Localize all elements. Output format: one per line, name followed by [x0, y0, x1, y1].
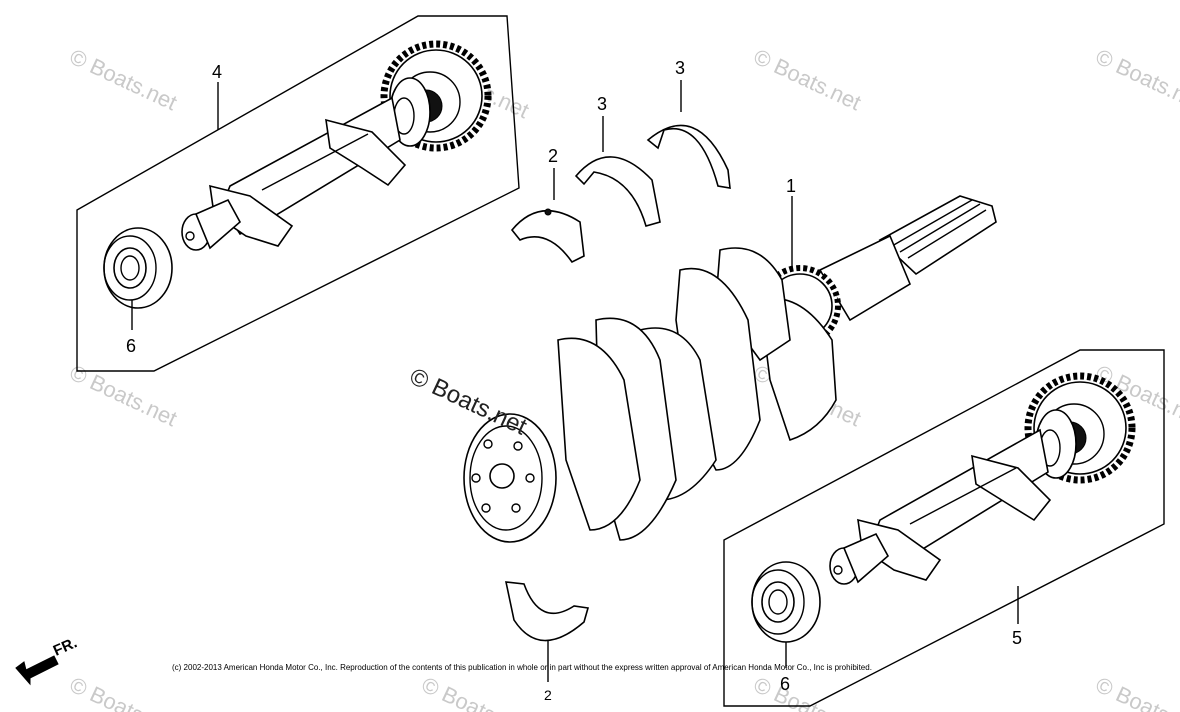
- part-label-4: 4: [212, 62, 222, 82]
- part-label-6: 6: [780, 674, 790, 694]
- front-direction-indicator: FR.: [15, 634, 80, 686]
- balancer-shaft-assembly-5: [723, 349, 1165, 707]
- front-label: FR.: [51, 634, 80, 659]
- crankshaft: [463, 195, 997, 543]
- watermark: © Boats.net: [1092, 44, 1180, 115]
- part-label-2: 2: [544, 687, 552, 703]
- ball-bearing-icon: [751, 561, 821, 643]
- part-label-1: 1: [786, 176, 796, 196]
- watermark: © Boats.net: [66, 44, 181, 115]
- part-labels: 4 6 2 3 3 1 5 6 2: [126, 58, 1022, 703]
- crankshaft-bearings: [504, 80, 731, 682]
- part-label-5: 5: [1012, 628, 1022, 648]
- copyright-notice: (c) 2002-2013 American Honda Motor Co., …: [172, 663, 872, 672]
- balancer-shaft-assembly-4: [76, 15, 520, 372]
- watermark: © Boats.net: [750, 44, 865, 115]
- part-label-3: 3: [597, 94, 607, 114]
- watermark: © Boats.net: [66, 672, 181, 712]
- part-label-2: 2: [548, 146, 558, 166]
- arrow-icon: [15, 655, 59, 686]
- watermark: © Boats.net: [418, 672, 533, 712]
- part-label-6: 6: [126, 336, 136, 356]
- ball-bearing-icon: [103, 227, 173, 309]
- part-label-3: 3: [675, 58, 685, 78]
- watermark: © Boats.net: [1092, 672, 1180, 712]
- watermark-main: © Boats.net: [405, 363, 531, 441]
